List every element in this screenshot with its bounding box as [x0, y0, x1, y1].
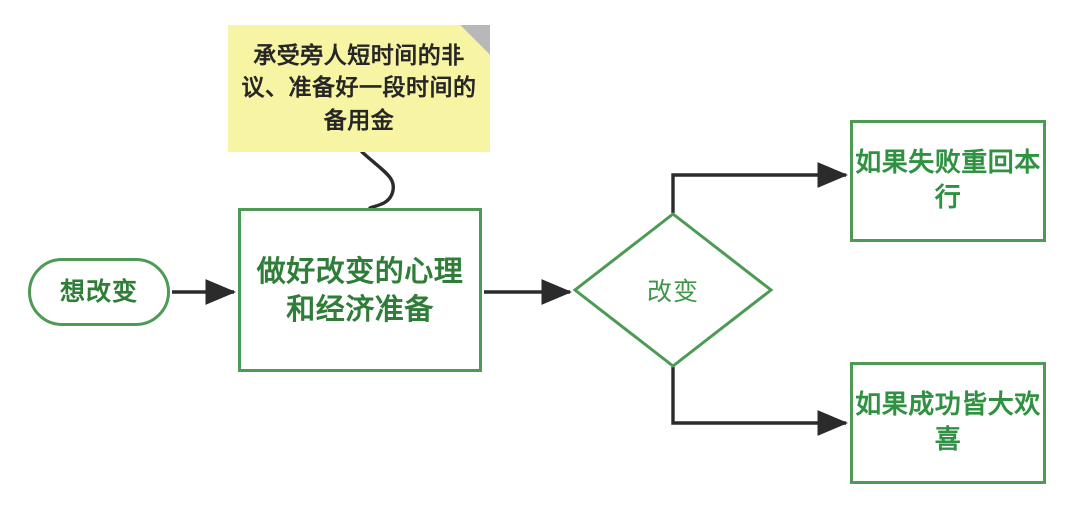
node-outcome-failure-label: 如果失败重回本行	[855, 147, 1041, 213]
node-process-preparation[interactable]: 做好改变的心理和经济准备	[238, 208, 482, 372]
sticky-note-preparation[interactable]: 承受旁人短时间的非议、准备好一段时间的备用金	[228, 25, 490, 152]
edge-note-to-process	[360, 150, 396, 210]
sticky-note-text: 承受旁人短时间的非议、准备好一段时间的备用金	[241, 42, 477, 134]
edge-decision-to-success	[671, 367, 849, 436]
node-outcome-success-label: 如果成功皆大欢喜	[855, 389, 1041, 455]
diamond-shape	[573, 212, 773, 368]
node-decision-label: 改变	[646, 277, 699, 306]
node-outcome-success[interactable]: 如果成功皆大欢喜	[850, 362, 1046, 484]
node-start-label: 想改变	[59, 276, 138, 306]
node-decision-change[interactable]: 改变	[573, 212, 773, 368]
node-process-label: 做好改变的心理和经济准备	[256, 253, 464, 326]
node-outcome-failure[interactable]: 如果失败重回本行	[850, 120, 1046, 242]
node-start-want-change[interactable]: 想改变	[28, 258, 170, 326]
edge-decision-to-fail	[671, 162, 849, 213]
note-fold-corner-icon	[460, 25, 490, 55]
